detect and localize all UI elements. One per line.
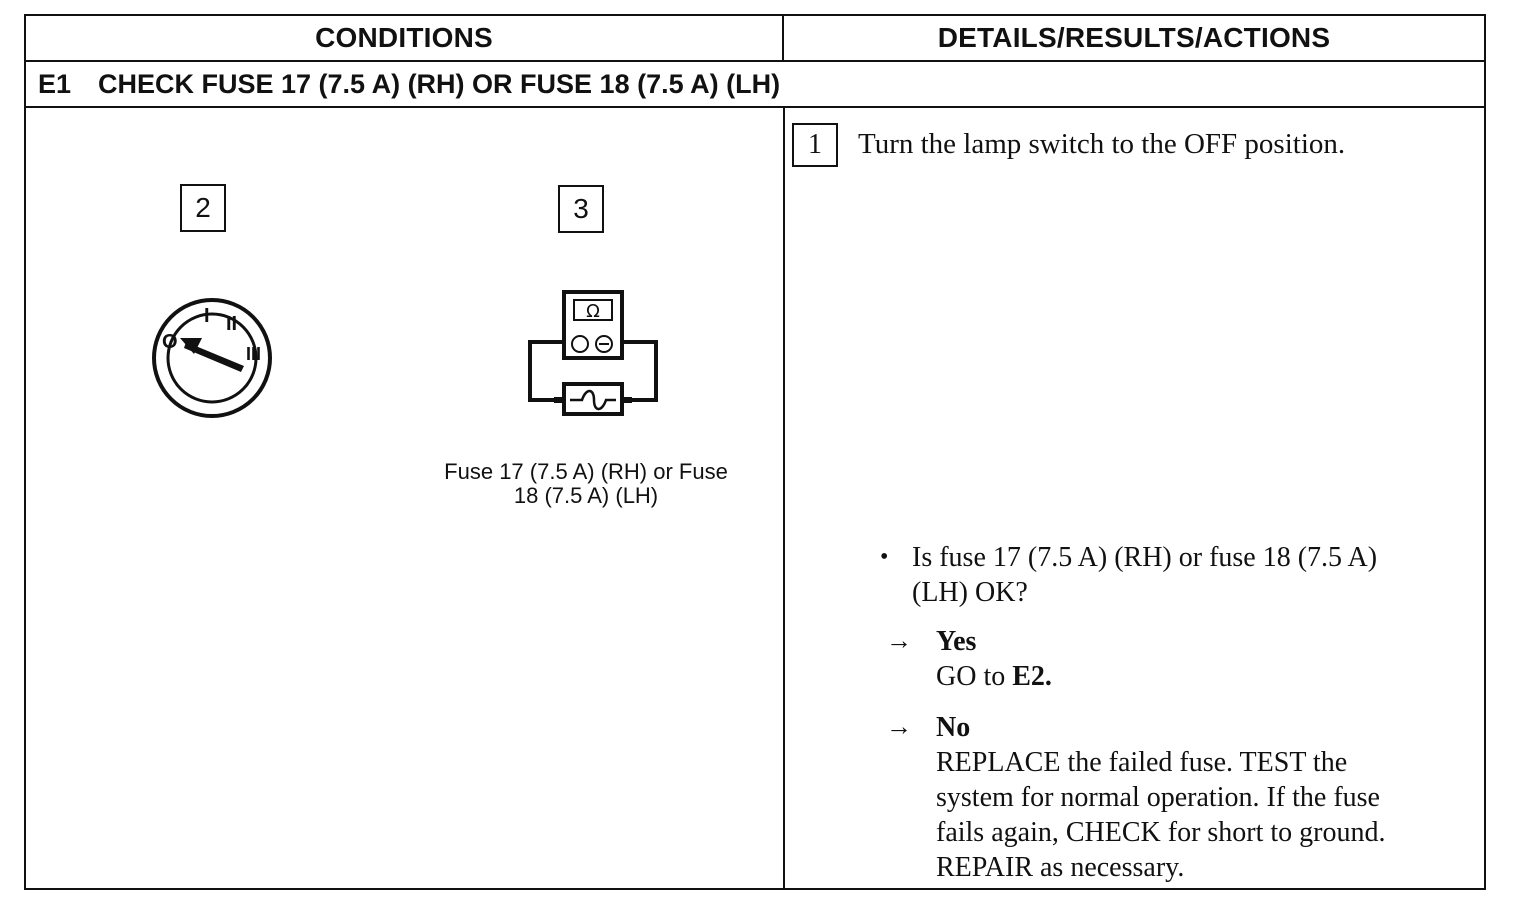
step-code: E1	[38, 68, 72, 99]
yes-target-step: E2.	[1012, 661, 1052, 692]
switch-mark-1: I	[204, 305, 210, 327]
conditions-header: CONDITIONS	[26, 16, 784, 60]
fuse-question: Is fuse 17 (7.5 A) (RH) or fuse 18 (7.5 …	[912, 542, 1378, 608]
ohmmeter-fuse-icon: Ω	[528, 290, 658, 416]
header-row: CONDITIONS DETAILS/RESULTS/ACTIONS	[26, 16, 1484, 62]
details-header: DETAILS/RESULTS/ACTIONS	[937, 22, 1331, 53]
step-box-3: 3	[558, 185, 604, 233]
yes-arrow-icon: →	[886, 626, 912, 655]
no-arrow-icon: →	[886, 712, 912, 741]
switch-mark-off: O	[162, 331, 178, 353]
step-box-1: 1	[792, 123, 838, 167]
yes-result: Yes GO to E2.	[936, 626, 1052, 692]
ohm-symbol: Ω	[586, 301, 600, 322]
switch-mark-3: III	[246, 344, 261, 364]
switch-mark-2: II	[226, 313, 237, 335]
question-bullet: •	[880, 544, 889, 570]
no-result: No REPLACE the failed fuse. TEST the sys…	[936, 712, 1386, 883]
step-1-instruction: Turn the lamp switch to the OFF position…	[858, 128, 1346, 160]
column-divider	[783, 108, 785, 890]
step-title-row: E1 CHECK FUSE 17 (7.5 A) (RH) OR FUSE 18…	[26, 62, 1484, 108]
lamp-switch-icon: O I II III	[152, 298, 272, 418]
step-title: CHECK FUSE 17 (7.5 A) (RH) OR FUSE 18 (7…	[98, 68, 781, 99]
fuse-caption: Fuse 17 (7.5 A) (RH) or Fuse 18 (7.5 A) …	[444, 459, 728, 508]
procedure-table: CONDITIONS DETAILS/RESULTS/ACTIONS E1 CH…	[24, 14, 1486, 890]
step-box-2: 2	[180, 184, 226, 232]
